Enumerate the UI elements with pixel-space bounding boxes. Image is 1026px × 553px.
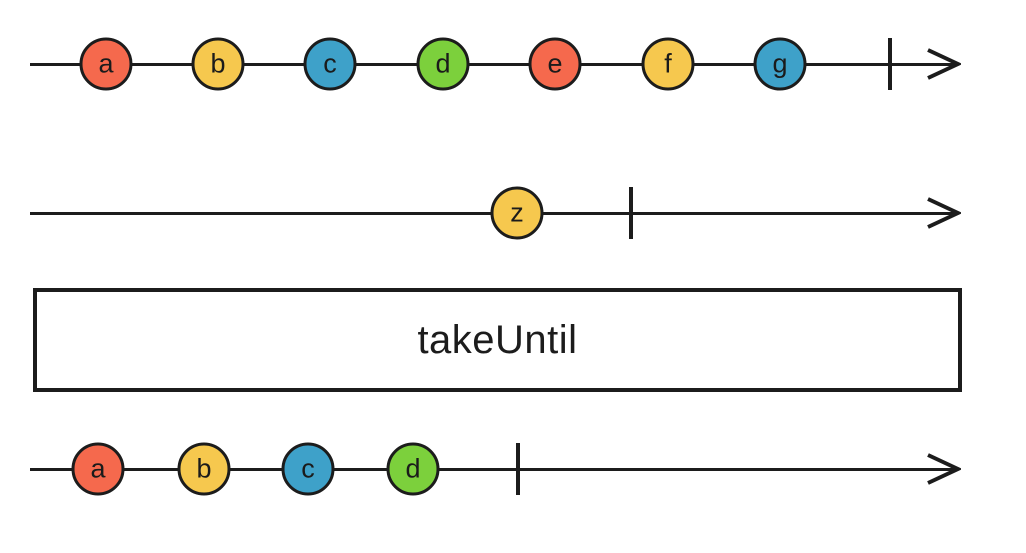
marble-a: a: [79, 37, 133, 91]
marble-d: d: [416, 37, 470, 91]
arrowhead-icon: [927, 453, 961, 485]
arrowhead-icon: [927, 48, 961, 80]
marble-label: b: [196, 453, 212, 484]
marble-label: c: [301, 453, 315, 484]
marble-z: z: [490, 186, 544, 240]
marble-label: f: [664, 48, 672, 79]
marble-b: b: [177, 442, 231, 496]
operator-box: takeUntil: [33, 288, 962, 392]
marble-c: c: [303, 37, 357, 91]
marble-label: e: [547, 48, 563, 79]
timeline-axis: [30, 63, 954, 66]
timeline-axis: [30, 468, 954, 471]
operator-label: takeUntil: [417, 317, 578, 362]
marble-b: b: [191, 37, 245, 91]
marble-c: c: [281, 442, 335, 496]
complete-tick: [888, 38, 892, 90]
marble-label: d: [405, 453, 421, 484]
marble-d: d: [386, 442, 440, 496]
complete-tick: [629, 187, 633, 239]
marble-f: f: [641, 37, 695, 91]
complete-tick: [516, 443, 520, 495]
marble-label: d: [435, 48, 451, 79]
marble-label: a: [98, 48, 114, 79]
arrowhead-icon: [927, 197, 961, 229]
marble-label: c: [323, 48, 337, 79]
marble-g: g: [753, 37, 807, 91]
marble-label: b: [210, 48, 226, 79]
marble-label: g: [772, 48, 788, 79]
marble-a: a: [71, 442, 125, 496]
marble-label: a: [90, 453, 106, 484]
marble-label: z: [510, 197, 524, 228]
marble-e: e: [528, 37, 582, 91]
